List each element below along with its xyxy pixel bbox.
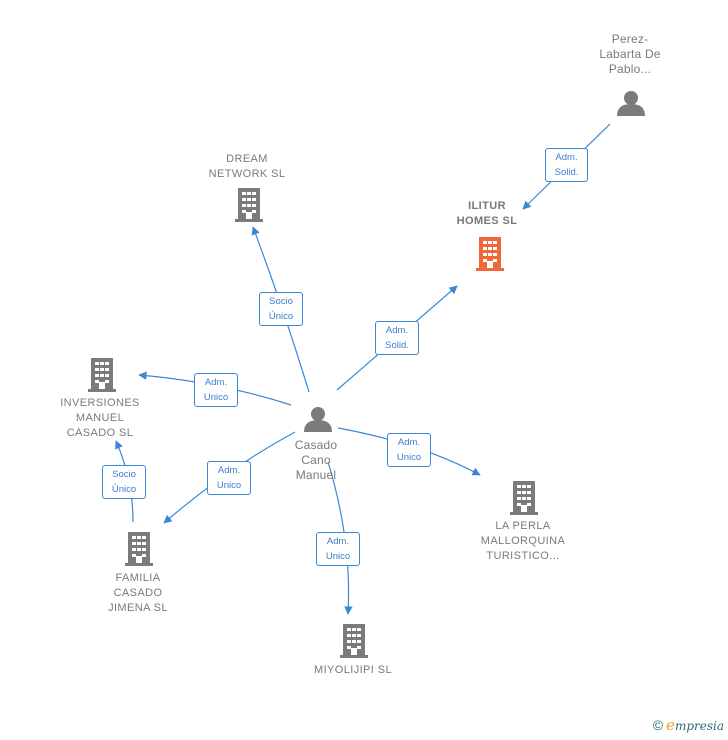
node-label-miyolijipi[interactable]: MIYOLIJIPI SL	[314, 664, 392, 676]
building-icon[interactable]	[88, 358, 116, 392]
edge-label-familia-inversiones[interactable]: Socio Único	[102, 465, 146, 499]
building-icon[interactable]	[476, 237, 504, 271]
footer-brand: © empresia	[653, 716, 724, 734]
building-icon[interactable]	[235, 188, 263, 222]
node-label-familia[interactable]: FAMILIA CASADO JIMENA SL	[108, 572, 168, 614]
building-icon[interactable]	[340, 624, 368, 658]
copyright-icon: ©	[652, 717, 664, 733]
edge-label-casado-miyolijipi[interactable]: Adm. Unico	[316, 532, 360, 566]
edge-label-casado-dream[interactable]: Socio Único	[259, 292, 303, 326]
node-label-laperla[interactable]: LA PERLA MALLORQUINA TURISTICO...	[480, 520, 566, 562]
edge-label-casado-inversiones[interactable]: Adm. Unico	[194, 373, 238, 407]
building-icon[interactable]	[125, 532, 153, 566]
node-label-ilitur[interactable]: ILITUR HOMES SL	[456, 200, 518, 227]
edge-label-casado-familia[interactable]: Adm. Unico	[207, 461, 251, 495]
edge-label-casado-laperla[interactable]: Adm. Unico	[387, 433, 431, 467]
person-icon[interactable]	[617, 91, 645, 116]
brand-logo[interactable]: empresia	[666, 716, 724, 734]
person-icon[interactable]	[304, 407, 332, 432]
building-icon[interactable]	[510, 481, 538, 515]
node-label-inversiones[interactable]: INVERSIONES MANUEL CASADO SL	[60, 397, 140, 439]
node-label-casado[interactable]: Casado Cano Manuel	[294, 438, 338, 482]
edge-label-casado-ilitur[interactable]: Adm. Solid.	[375, 321, 419, 355]
edge-label-perez-ilitur[interactable]: Adm. Solid.	[545, 148, 588, 182]
node-label-perez[interactable]: Perez- Labarta De Pablo...	[599, 32, 661, 76]
node-label-dream[interactable]: DREAM NETWORK SL	[208, 153, 286, 180]
